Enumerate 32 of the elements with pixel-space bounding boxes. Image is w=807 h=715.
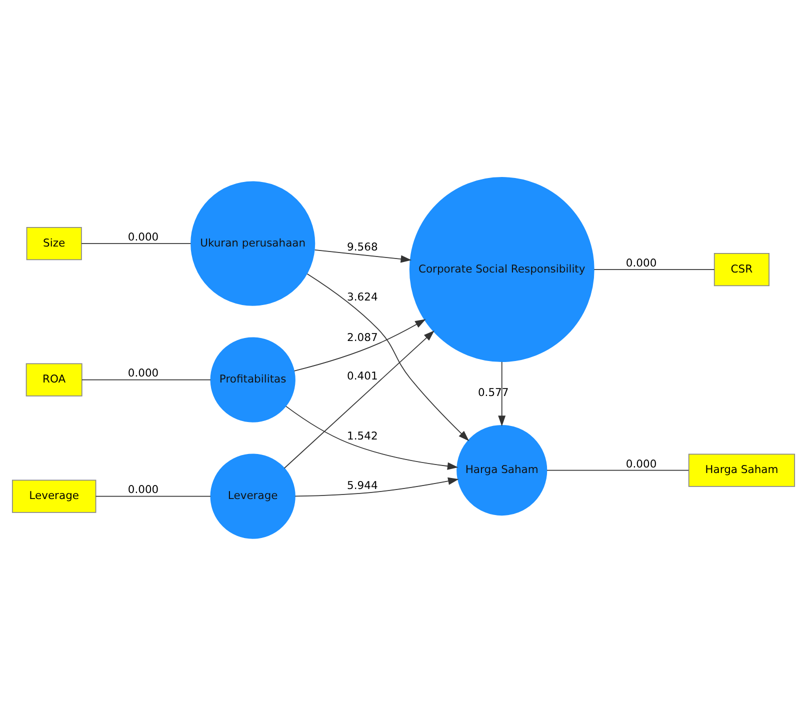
edge-label: 0.000 (128, 366, 159, 380)
connector (594, 268, 715, 270)
arrow (498, 360, 506, 426)
arrow (284, 330, 434, 468)
node-box: Harga Saham (688, 453, 796, 486)
edge-label: 0.000 (128, 230, 159, 243)
arrow (306, 272, 470, 441)
edge-label: 5.944 (347, 478, 378, 492)
arrow (294, 476, 459, 496)
edge-label: 0.000 (128, 482, 159, 496)
edge-label: 0.401 (347, 368, 378, 382)
connector (546, 469, 689, 470)
edge-label: 2.087 (347, 330, 378, 344)
edge-label: 9.568 (347, 240, 378, 253)
node-box: ROA (26, 362, 82, 396)
edge-label: 0.000 (626, 456, 657, 470)
arrow (294, 318, 426, 371)
node-circle: Profitabilitas (210, 336, 296, 422)
connector (81, 242, 192, 244)
arrow (286, 405, 458, 470)
node-circle: Ukuran perusahaan (190, 180, 316, 306)
edge-label: 3.624 (347, 290, 378, 304)
node-box: Size (26, 226, 82, 260)
node-circle: Leverage (210, 453, 296, 538)
edge-label: 1.542 (347, 428, 378, 442)
node-box: CSR (714, 252, 770, 286)
connector (95, 495, 211, 496)
node-circle: Corporate Social Responsibility (409, 176, 594, 362)
arrow (314, 249, 412, 262)
edge-label: 0.000 (626, 256, 657, 269)
connector (82, 378, 211, 380)
node-box: Leverage (12, 479, 96, 512)
